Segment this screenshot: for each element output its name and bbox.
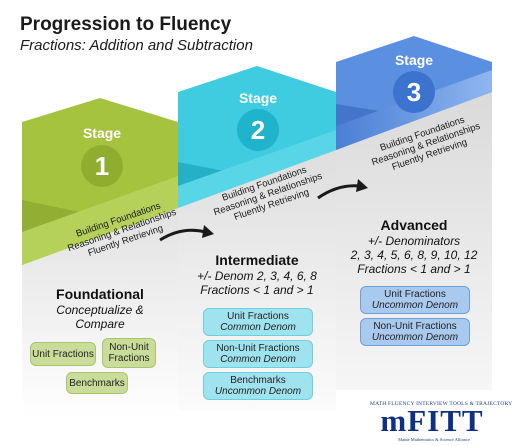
stage-2-level-line-1: +/- Denom 2, 3, 4, 6, 8 — [197, 269, 317, 283]
stage-3-level-title: Advanced — [380, 217, 448, 233]
stage-3-number: 3 — [406, 77, 422, 107]
stage-2-pill-benchmarks: Benchmarks Uncommon Denom — [203, 372, 313, 400]
stage-1-band — [22, 176, 178, 265]
stage-3-level-line-3: Fractions < 1 and > 1 — [357, 262, 471, 276]
pill-label: Non-Unit Fractions — [373, 321, 457, 332]
stage-3-fold — [336, 104, 386, 126]
pill-label: Unit Fractions — [384, 289, 446, 300]
stage-3-number-circle — [393, 71, 435, 113]
arrow-stage-2-to-3 — [317, 184, 361, 200]
stage-3-pill-non-unit-fractions: Non-Unit Fractions Uncommon Denom — [360, 318, 470, 346]
stage-3-pill-unit-fractions: Unit Fractions Uncommon Denom — [360, 286, 470, 314]
page-title: Progression to Fluency — [20, 14, 232, 35]
pill-label: Benchmarks — [230, 375, 286, 386]
stage-1-level-line-2: Compare — [75, 317, 125, 331]
stage-2-fold — [178, 162, 230, 186]
stage-3-level-line-1: +/- Denominators — [367, 234, 461, 248]
stage-2-pill-non-unit-fractions: Non-Unit Fractions Common Denom — [203, 340, 313, 368]
stage-2-level-line-2: Fractions < 1 and > 1 — [200, 283, 314, 297]
stage-1-fold — [22, 200, 80, 232]
pill-label-line-2: Fractions — [108, 353, 150, 364]
logo-tagline: MATH FLUENCY INTERVIEW TOOLS & TRAJECTOR… — [370, 401, 512, 407]
pill-label: Benchmarks — [69, 377, 125, 389]
arrow-stage-1-to-2-head — [202, 225, 214, 238]
stage-3-level-line-2: 2, 3, 4, 5, 6, 8, 9, 10, 12 — [350, 248, 478, 262]
stage-3-column — [336, 92, 492, 390]
pill-sub-label: Uncommon Denom — [371, 300, 459, 311]
arrow-stage-1-to-2 — [159, 228, 207, 242]
stage-1-number-circle — [81, 145, 123, 187]
pill-sub-label: Uncommon Denom — [371, 332, 459, 343]
pill-sub-label: Common Denom — [220, 322, 296, 333]
stage-1-label: Stage — [82, 125, 122, 141]
stage-2-level-title: Intermediate — [215, 252, 299, 268]
pill-label: Non-Unit — [109, 342, 149, 353]
stage-3-label: Stage — [394, 52, 434, 68]
pill-sub-label: Common Denom — [220, 354, 296, 365]
pill-label: Non-Unit Fractions — [216, 343, 300, 354]
stage-1-level-line-1: Conceptualize & — [56, 303, 144, 317]
pill-label: Unit Fractions — [227, 311, 289, 322]
logo-footer: Maine Mathematics & Science Alliance — [398, 437, 470, 442]
pill-label: Unit Fractions — [32, 348, 94, 360]
stage-1-level-title: Foundational — [56, 286, 144, 302]
stage-2-band — [178, 130, 336, 208]
pill-sub-label: Uncommon Denom — [214, 386, 302, 397]
logo-wordmark: mFITT — [380, 403, 484, 438]
arrow-stage-2-to-3-head — [356, 179, 368, 192]
stage-1-pill-non-unit-fractions: Non-Unit Fractions — [102, 338, 156, 368]
stage-1-number: 1 — [94, 151, 110, 181]
stage-2-label: Stage — [238, 90, 278, 106]
stage-2-number: 2 — [250, 115, 266, 145]
stage-2-pill-unit-fractions: Unit Fractions Common Denom — [203, 308, 313, 336]
stage-1-pill-unit-fractions: Unit Fractions — [30, 342, 96, 366]
stage-1-pill-benchmarks: Benchmarks — [66, 372, 128, 394]
page-subtitle: Fractions: Addition and Subtraction — [20, 37, 253, 54]
stage-2-number-circle — [237, 109, 279, 151]
